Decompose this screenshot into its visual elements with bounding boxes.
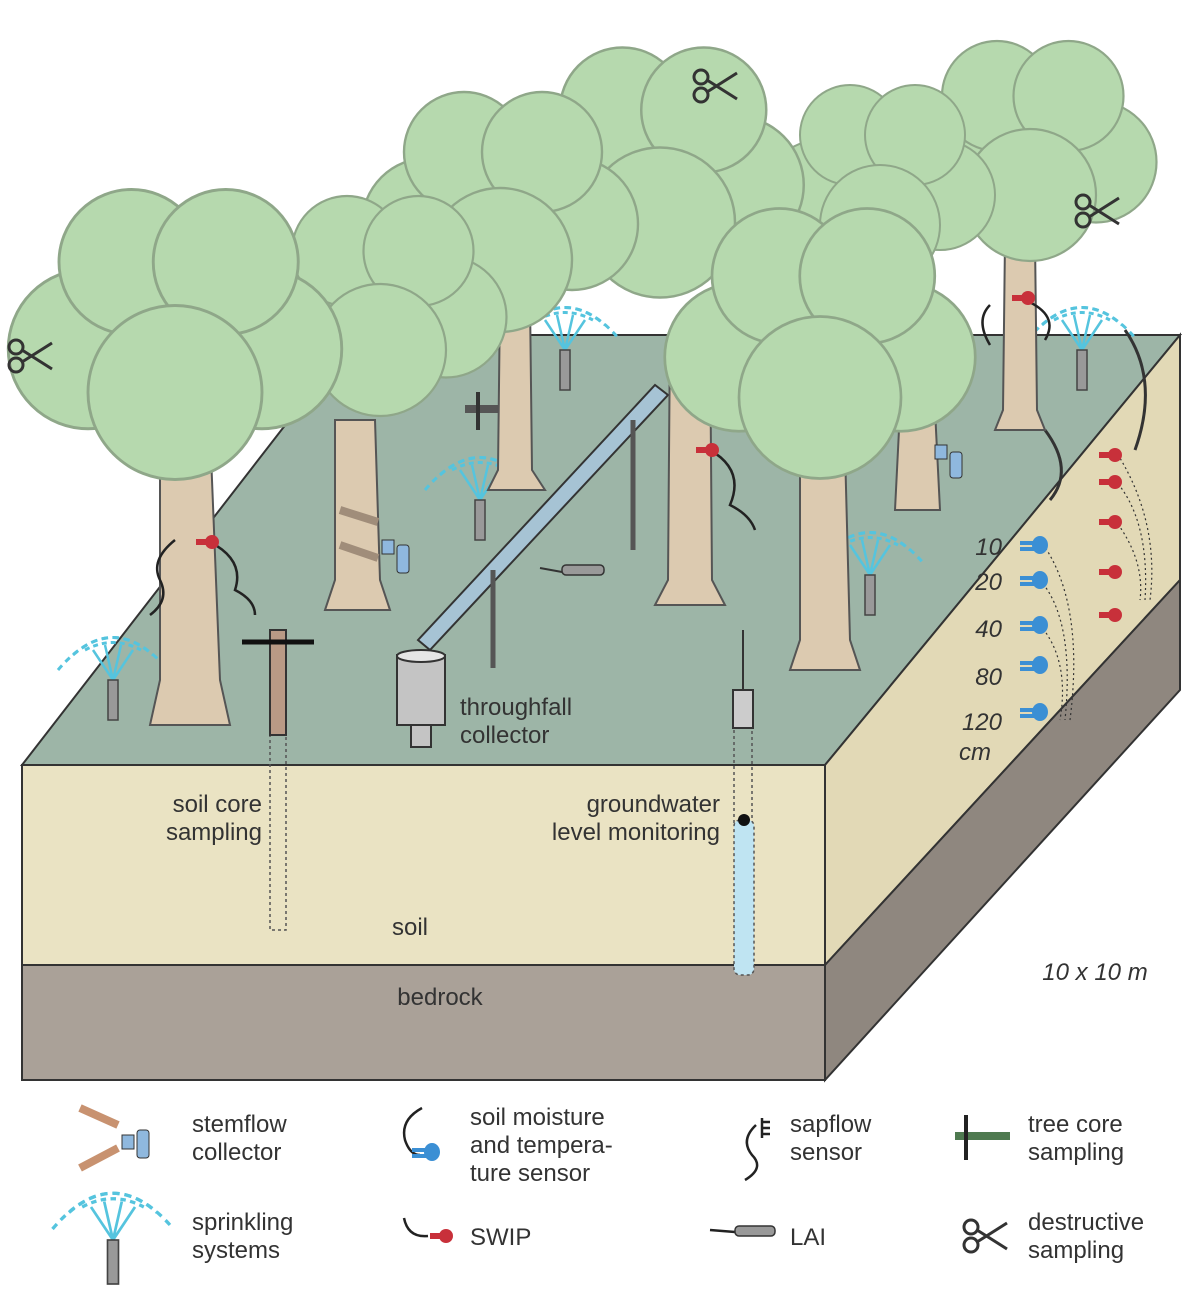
tree-core-icon <box>955 1115 1010 1160</box>
depth-120: 120 <box>962 709 1003 736</box>
lai-icon <box>709 1225 776 1237</box>
legend-label: sampling <box>1028 1237 1124 1264</box>
legend-label: sprinkling <box>192 1209 293 1236</box>
soil-moisture-sensor-icon <box>402 1106 440 1161</box>
depth-profile <box>1039 449 1153 721</box>
legend-label: soil moisture <box>470 1104 605 1131</box>
legend-label: ture sensor <box>470 1160 590 1187</box>
legend-label: stemflow <box>192 1111 287 1138</box>
depth-10: 10 <box>975 534 1002 561</box>
stemflow-collector-icon <box>78 1104 150 1172</box>
legend-label: tree core <box>1028 1111 1123 1138</box>
side-bedrock <box>824 577 1181 1083</box>
groundwater-label-1: groundwater <box>587 791 720 818</box>
groundwater-label-2: level monitoring <box>552 819 720 846</box>
throughfall-label-1: throughfall <box>460 694 572 721</box>
depth-80: 80 <box>975 664 1002 691</box>
throughfall-trough <box>416 383 670 652</box>
water-level-marker <box>738 814 750 826</box>
legend-label: SWIP <box>470 1224 531 1251</box>
depth-40: 40 <box>975 616 1002 643</box>
legend-label: systems <box>192 1237 280 1264</box>
depth-unit: cm <box>959 739 991 766</box>
groundwater-water-column <box>733 819 755 976</box>
depth-20: 20 <box>974 569 1002 596</box>
scissors-icon <box>962 1218 1009 1254</box>
throughfall-label-2: collector <box>460 722 549 749</box>
sapflow-sensor-icon <box>744 1118 770 1182</box>
plot-size-label: 10 x 10 m <box>1042 959 1147 986</box>
legend-label: destructive <box>1028 1209 1144 1236</box>
legend-label: sapflow <box>790 1111 872 1138</box>
swip-icon <box>402 1217 453 1243</box>
throughfall-collector <box>396 654 446 726</box>
soil-core-label-2: sampling <box>166 819 262 846</box>
bedrock-label: bedrock <box>397 984 483 1011</box>
legend-label: LAI <box>790 1224 826 1251</box>
bedrock-layer <box>21 964 826 1081</box>
legend-label: and tempera- <box>470 1132 613 1159</box>
sprinkler-icon <box>50 1191 176 1286</box>
legend: stemflow collector soil moisture and tem… <box>50 1104 1144 1286</box>
legend-label: collector <box>192 1139 281 1166</box>
soil-core-label-1: soil core <box>173 791 262 818</box>
legend-label: sampling <box>1028 1139 1124 1166</box>
legend-label: sensor <box>790 1139 862 1166</box>
soil-label: soil <box>392 914 428 941</box>
